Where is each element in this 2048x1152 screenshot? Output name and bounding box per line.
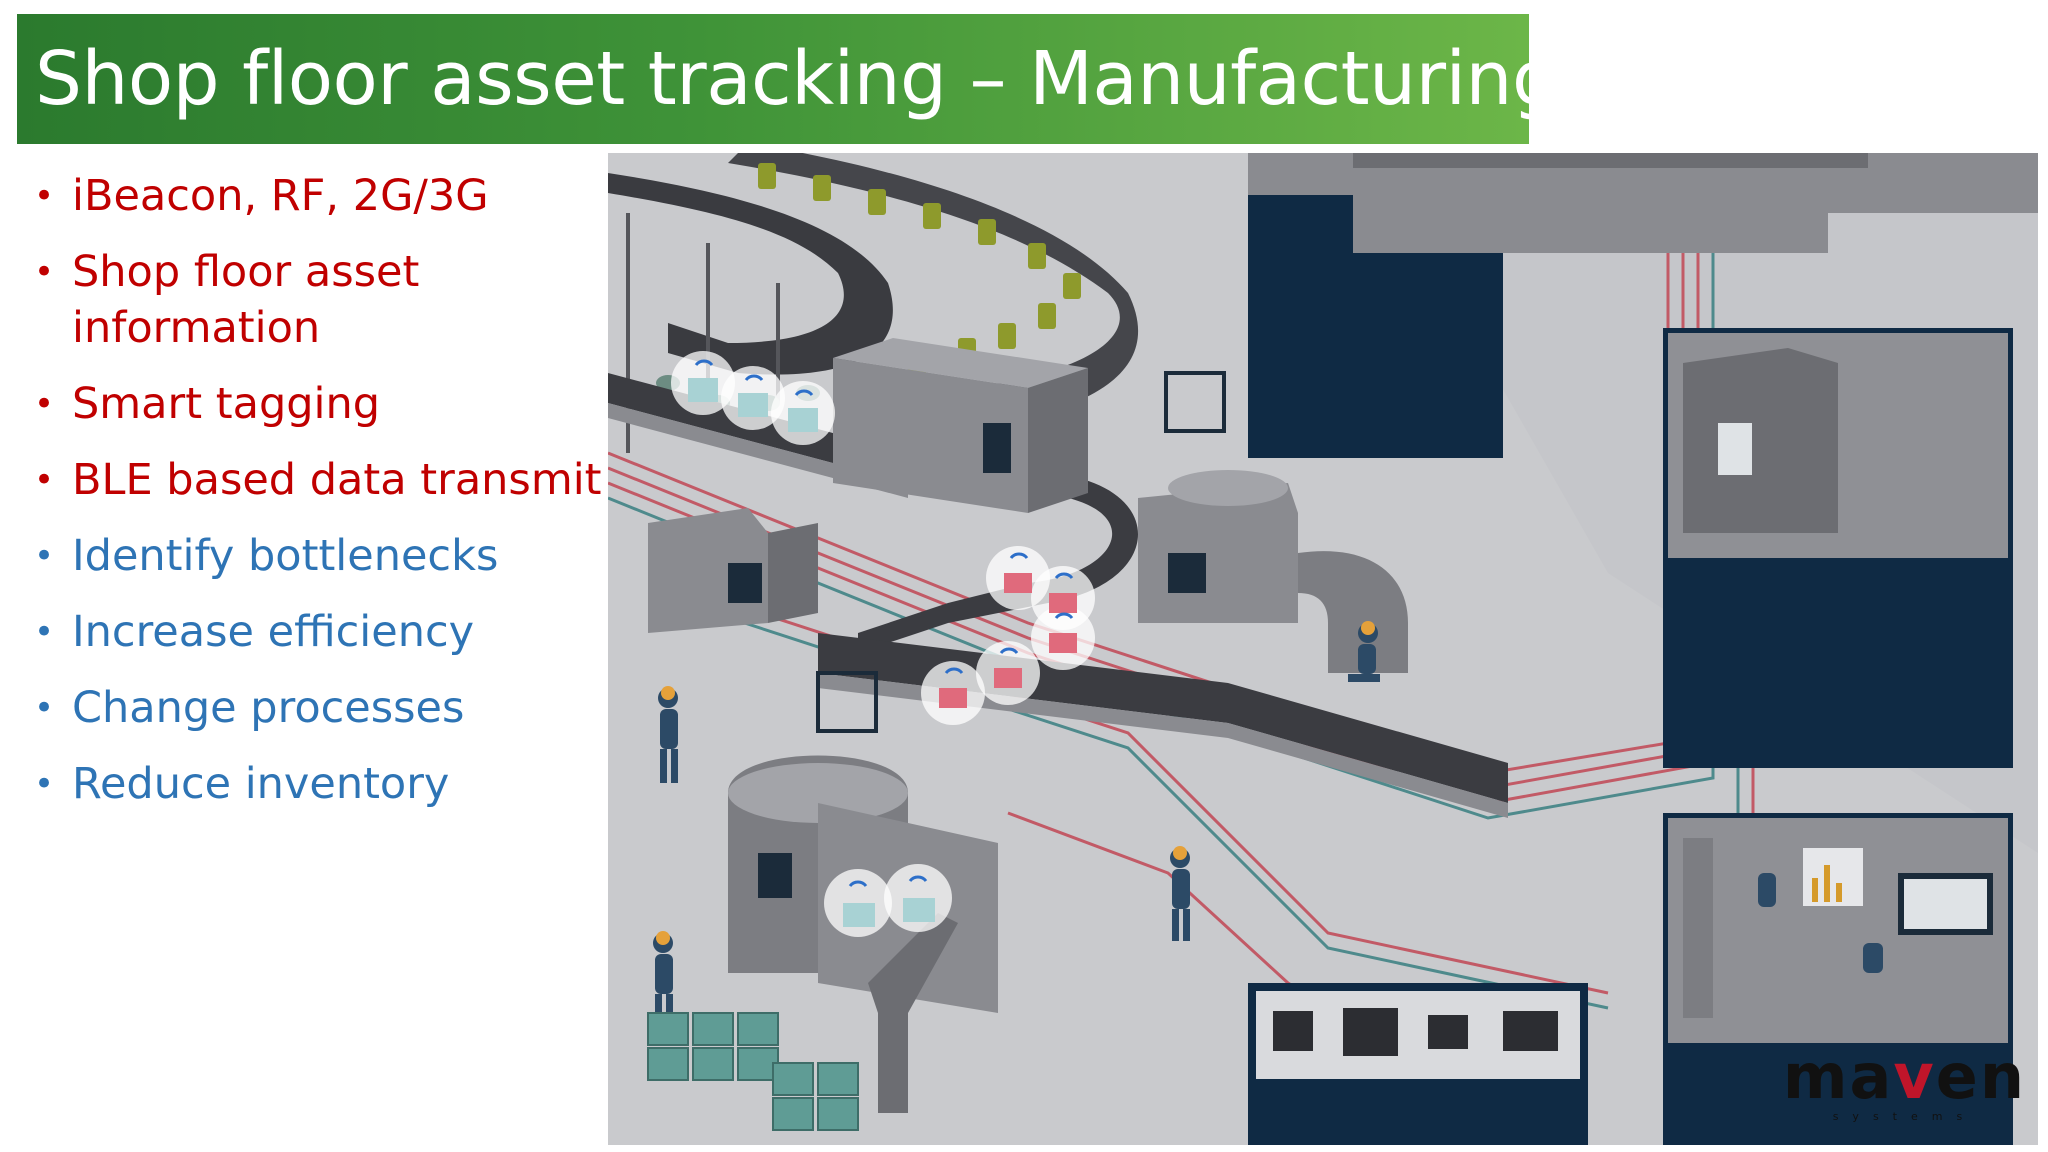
logo-subtitle: systems [1832,1110,1977,1123]
slide-title: Shop floor asset tracking – Manufacturin… [35,36,1559,122]
tagged-boxes [671,351,1095,937]
crates [647,1012,859,1131]
bullet-text: Identify bottlenecks [72,531,499,581]
bullet-item: • Smart tagging [34,376,604,432]
bullet-list: • iBeacon, RF, 2G/3G • Shop floor asset … [34,168,604,832]
bullet-dot-icon: • [34,536,55,576]
bullet-dot-icon: • [34,612,55,652]
maven-logo: maven systems [1782,1040,2026,1124]
bullet-item: • Increase efficiency [34,604,604,660]
display-frames [816,371,1226,733]
bullet-text: iBeacon, RF, 2G/3G [72,171,489,221]
title-bar: Shop floor asset tracking – Manufacturin… [17,14,1559,144]
bullet-text: Smart tagging [72,379,381,429]
factory-illustration: maven systems [608,153,2038,1145]
bullet-text: BLE based data transmit [72,455,602,505]
bullet-item: • iBeacon, RF, 2G/3G [34,168,604,224]
bullet-item: • Identify bottlenecks [34,528,604,584]
bullet-dot-icon: • [34,460,55,500]
bullet-dot-icon: • [34,384,55,424]
bullet-text: Shop floor asset information [72,247,420,353]
bullet-dot-icon: • [34,252,55,292]
factory-scene-image [608,153,2038,1145]
bullet-item: • BLE based data transmit [34,452,604,508]
logo-word: maven [1782,1040,2026,1113]
bullet-dot-icon: • [34,176,55,216]
bullet-text: Increase efficiency [72,607,475,657]
bullet-text: Reduce inventory [72,759,450,809]
bullet-text: Change processes [72,683,465,733]
navy-panels [1248,153,2013,1145]
bullet-item: • Reduce inventory [34,756,604,812]
bullet-item: • Change processes [34,680,604,736]
bullet-dot-icon: • [34,764,55,804]
bullet-dot-icon: • [34,688,55,728]
bullet-item: • Shop floor asset information [34,244,604,356]
